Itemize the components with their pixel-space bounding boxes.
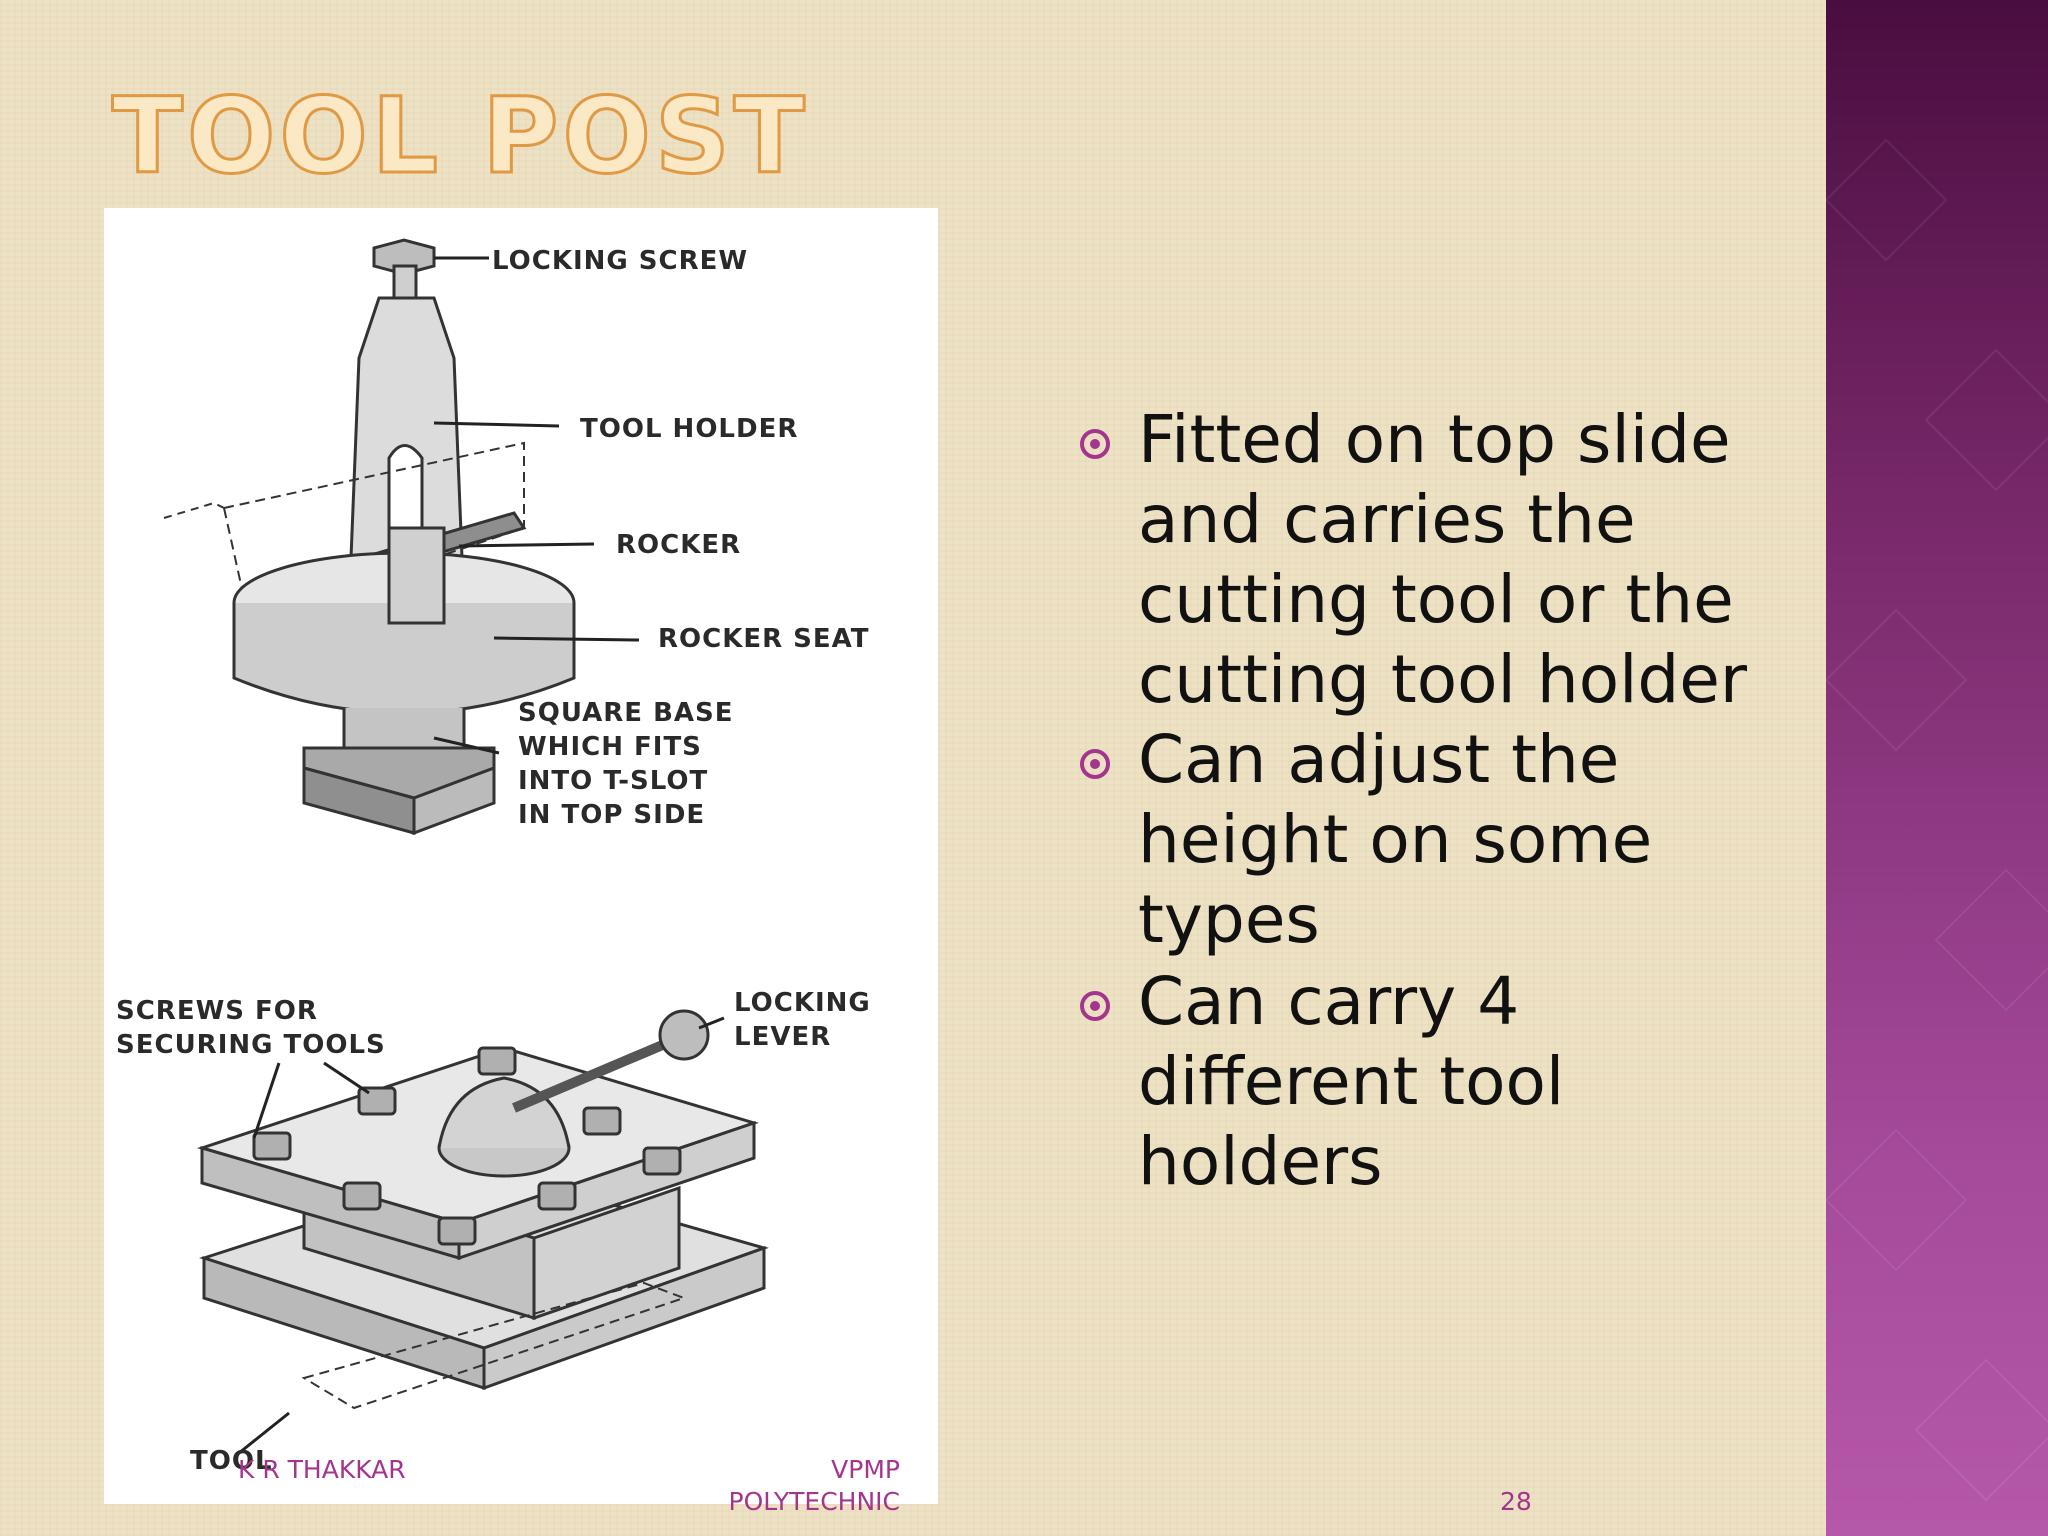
bullet-circle-icon [1080,429,1110,459]
bullet-text: Fitted on top slide and carries the cutt… [1138,401,1748,718]
label-rocker: ROCKER [616,530,742,560]
slide-number: 28 [1500,1487,1532,1516]
bullet-list: Fitted on top slide and carries the cutt… [1080,400,1800,1204]
footer-institute: VPMP POLYTECHNIC [728,1455,900,1516]
bullet-text: Can adjust the height on some types [1138,721,1653,958]
label-locking-screw: LOCKING SCREW [492,246,749,276]
bullet-item: Can adjust the height on some types [1080,720,1800,960]
label-screws: SCREWS FOR SECURING TOOLS [116,996,386,1060]
footer-author: K R THAKKAR [238,1455,406,1484]
label-rocker-seat: ROCKER SEAT [658,624,870,654]
bullet-item: Fitted on top slide and carries the cutt… [1080,400,1800,720]
label-square-base: SQUARE BASE WHICH FITS INTO T-SLOT IN TO… [518,698,734,830]
decorative-side-band [1826,0,2048,1536]
tool-post-figure: LOCKING SCREW TOOL HOLDER ROCKER ROCKER … [104,208,938,1504]
bullet-text: Can carry 4 different tool holders [1138,963,1565,1200]
tool-post-drawing [163,238,769,1455]
label-tool-holder: TOOL HOLDER [580,414,799,444]
label-locking-lever: LOCKING LEVER [734,988,871,1052]
label-tool: TOOL [190,1446,273,1476]
slide-title: TOOL POST [111,75,809,197]
bullet-circle-icon [1080,991,1110,1021]
bullet-circle-icon [1080,749,1110,779]
bullet-item: Can carry 4 different tool holders [1080,962,1800,1202]
